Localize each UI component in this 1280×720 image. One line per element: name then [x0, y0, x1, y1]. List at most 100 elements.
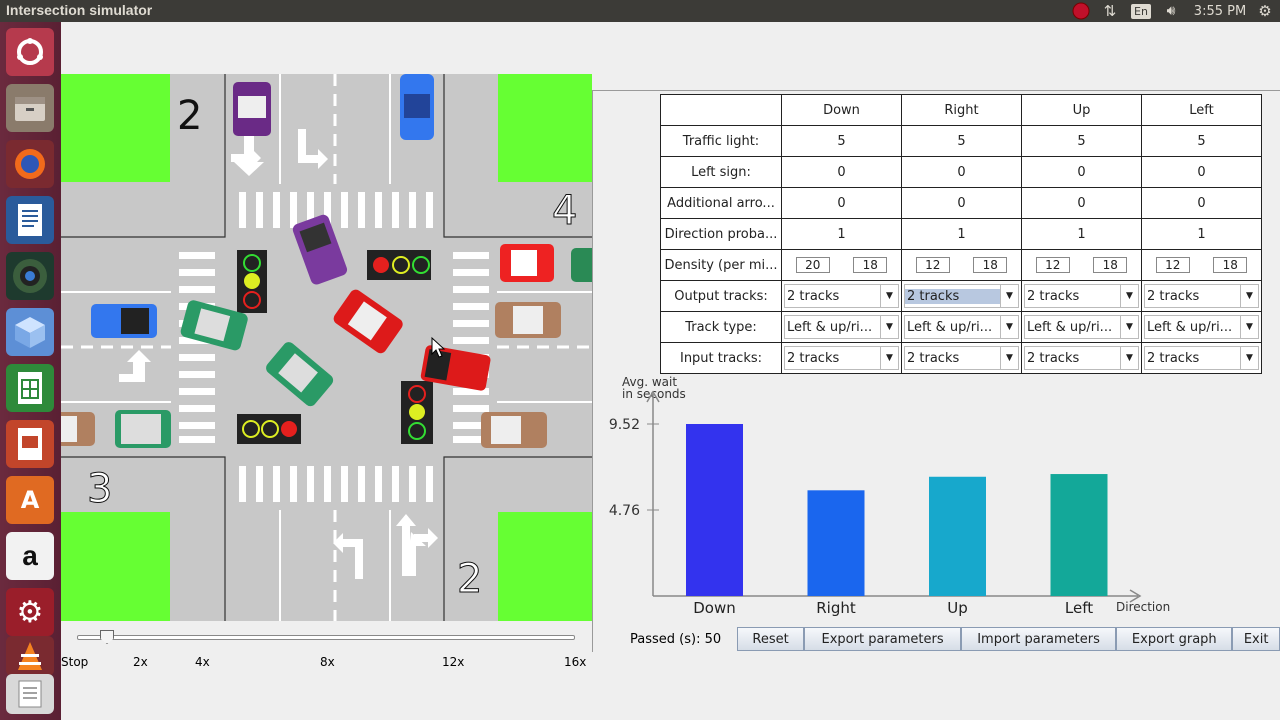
- output-tracks-select[interactable]: 2 tracks▼: [784, 284, 899, 308]
- output-tracks-select[interactable]: 2 tracks▼: [1144, 284, 1259, 308]
- dropdown-arrow-icon[interactable]: ▼: [1240, 285, 1258, 307]
- bar-left: [1050, 474, 1108, 596]
- cell-value[interactable]: 1: [1021, 218, 1142, 250]
- cell-value[interactable]: 0: [781, 187, 902, 219]
- dropdown-arrow-icon[interactable]: ▼: [880, 285, 898, 307]
- box-3d-icon[interactable]: [6, 308, 54, 356]
- row-output-tracks: Output tracks: 2 tracks▼ 2 tracks▼ 2 tra…: [660, 280, 1262, 312]
- dropdown-arrow-icon[interactable]: ▼: [1000, 316, 1018, 338]
- record-icon[interactable]: [1070, 0, 1092, 22]
- row-direction-probability: Direction proba... 1 1 1 1: [660, 218, 1262, 250]
- input-tracks-select[interactable]: 2 tracks▼: [784, 346, 899, 370]
- grass-ne: [498, 74, 592, 182]
- dropdown-arrow-icon[interactable]: ▼: [1000, 347, 1018, 369]
- export-parameters-button[interactable]: Export parameters: [804, 627, 961, 651]
- speed-slider-area: Stop 2x 4x 8x 12x 16x: [61, 622, 592, 670]
- corner-label-nw: 2: [177, 93, 202, 139]
- output-tracks-select[interactable]: 2 tracks▼: [1024, 284, 1139, 308]
- text-editor-icon[interactable]: [6, 674, 54, 714]
- exit-button[interactable]: Exit: [1232, 627, 1280, 651]
- speed-slider-thumb[interactable]: [100, 630, 114, 644]
- cell-value[interactable]: 1: [901, 218, 1022, 250]
- cell-value[interactable]: 5: [1141, 125, 1262, 157]
- network-icon[interactable]: ⇅: [1103, 2, 1117, 20]
- cell-value[interactable]: 0: [781, 156, 902, 188]
- traffic-light-bottom: [237, 414, 301, 444]
- amazon-icon[interactable]: a: [6, 532, 54, 580]
- dropdown-arrow-icon[interactable]: ▼: [1120, 316, 1138, 338]
- car-green-left: [115, 410, 171, 448]
- ubuntu-dash-icon[interactable]: [6, 28, 54, 76]
- speed-tick-label: Stop: [61, 655, 89, 669]
- cell-value[interactable]: 0: [1021, 156, 1142, 188]
- density-input[interactable]: 12: [1155, 257, 1190, 273]
- car-red-right-1: [500, 244, 554, 282]
- dropdown-arrow-icon[interactable]: ▼: [1000, 285, 1018, 307]
- volume-icon[interactable]: 🔊︎: [1166, 3, 1176, 19]
- cell-value[interactable]: 0: [1141, 187, 1262, 219]
- car-green-center-2: [266, 342, 334, 407]
- y-tick-label: 9.52: [609, 417, 640, 433]
- dropdown-arrow-icon[interactable]: ▼: [1240, 316, 1258, 338]
- input-tracks-select[interactable]: 2 tracks▼: [904, 346, 1019, 370]
- track-type-select[interactable]: Left & up/ri...▼: [784, 315, 899, 339]
- import-parameters-button[interactable]: Import parameters: [960, 627, 1117, 651]
- export-graph-button[interactable]: Export graph: [1116, 627, 1233, 651]
- dropdown-arrow-icon[interactable]: ▼: [1240, 347, 1258, 369]
- output-tracks-select[interactable]: 2 tracks▼: [904, 284, 1019, 308]
- cell-value[interactable]: 1: [781, 218, 902, 250]
- input-tracks-select[interactable]: 2 tracks▼: [1024, 346, 1139, 370]
- row-track-type: Track type: Left & up/ri...▼ Left & up/r…: [660, 311, 1262, 343]
- col-header-up: Up: [1021, 94, 1142, 126]
- density-input[interactable]: 18: [973, 257, 1008, 273]
- writer-icon[interactable]: [6, 196, 54, 244]
- row-additional-arrow: Additional arro... 0 0 0 0: [660, 187, 1262, 219]
- dropdown-arrow-icon[interactable]: ▼: [1120, 347, 1138, 369]
- input-tracks-select[interactable]: 2 tracks▼: [1144, 346, 1259, 370]
- density-input[interactable]: 12: [915, 257, 950, 273]
- col-header-down: Down: [781, 94, 902, 126]
- impress-icon[interactable]: [6, 420, 54, 468]
- cell-value[interactable]: 1: [1141, 218, 1262, 250]
- density-input[interactable]: 18: [853, 257, 888, 273]
- cell-value[interactable]: 5: [781, 125, 902, 157]
- cell-value[interactable]: 5: [1021, 125, 1142, 157]
- speed-slider-track[interactable]: [77, 635, 575, 640]
- corner-label-se: 2: [457, 556, 482, 602]
- settings-icon[interactable]: ⚙: [6, 588, 54, 636]
- reset-button[interactable]: Reset: [736, 627, 805, 651]
- cell-value[interactable]: 0: [1021, 187, 1142, 219]
- webcam-icon[interactable]: [6, 252, 54, 300]
- files-icon[interactable]: [6, 84, 54, 132]
- density-input[interactable]: 12: [1035, 257, 1070, 273]
- software-center-icon[interactable]: A: [6, 476, 54, 524]
- track-type-select[interactable]: Left & up/ri...▼: [1144, 315, 1259, 339]
- crosswalk-bottom: [239, 466, 433, 502]
- cell-value[interactable]: 0: [901, 156, 1022, 188]
- density-input[interactable]: 18: [1213, 257, 1248, 273]
- car-blue-left: [91, 304, 157, 338]
- density-input[interactable]: 20: [795, 257, 830, 273]
- y-tick-label: 4.76: [609, 503, 640, 519]
- density-input[interactable]: 18: [1093, 257, 1128, 273]
- car-red-center: [333, 289, 403, 354]
- corner-label-ne: 4: [552, 188, 577, 234]
- vlc-icon[interactable]: [6, 636, 54, 676]
- dropdown-arrow-icon[interactable]: ▼: [1120, 285, 1138, 307]
- keyboard-layout[interactable]: En: [1130, 0, 1152, 22]
- calc-icon[interactable]: [6, 364, 54, 412]
- mouse-cursor-icon: [431, 336, 446, 358]
- dropdown-arrow-icon[interactable]: ▼: [880, 316, 898, 338]
- speed-tick-label: 8x: [320, 655, 335, 669]
- gear-icon[interactable]: ⚙: [1258, 2, 1272, 20]
- track-type-select[interactable]: Left & up/ri...▼: [904, 315, 1019, 339]
- firefox-icon[interactable]: [6, 140, 54, 188]
- track-type-select[interactable]: Left & up/ri...▼: [1024, 315, 1139, 339]
- cell-value[interactable]: 0: [1141, 156, 1262, 188]
- clock[interactable]: 3:55 PM: [1193, 3, 1247, 19]
- dropdown-arrow-icon[interactable]: ▼: [880, 347, 898, 369]
- x-axis-arrow-icon: [1129, 589, 1142, 603]
- cell-value[interactable]: 5: [901, 125, 1022, 157]
- row-input-tracks: Input tracks: 2 tracks▼ 2 tracks▼ 2 trac…: [660, 342, 1262, 374]
- cell-value[interactable]: 0: [901, 187, 1022, 219]
